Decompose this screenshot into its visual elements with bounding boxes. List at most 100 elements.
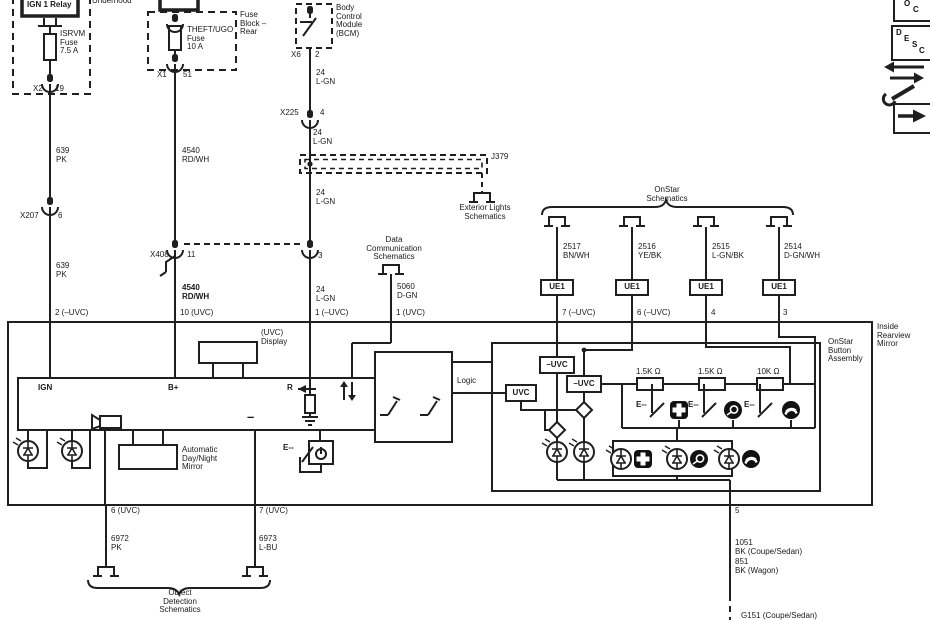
wire-1051: 1051 BK (Coupe/Sedan) [735, 538, 803, 556]
wire-2516: 2516 YE/BK [638, 242, 662, 260]
j379-splice [299, 154, 488, 192]
x6-label: X6 [291, 50, 301, 59]
repair-icon[interactable] [881, 61, 924, 107]
resistor-1-label: 1.5K Ω [636, 367, 661, 376]
bar-ign: IGN [38, 383, 53, 392]
wire-4540-2: 4540 RD/WH [182, 283, 210, 301]
isrvm-fuse-label: ISRVM Fuse 7.5 A [60, 29, 86, 55]
onstar-assembly [452, 322, 821, 620]
wire-639-1: 639 PK [56, 146, 70, 164]
x6-pin: 2 [315, 50, 320, 59]
e-switch-2: E-- [688, 400, 699, 409]
pin-6-uvc: 6 (–UVC) [637, 308, 671, 317]
pin-b7: 7 (UVC) [259, 506, 288, 515]
mirror-lamps [27, 428, 334, 505]
inside-mirror-label: Inside Rearview Mirror [877, 322, 911, 348]
x408-pin3: 3 [318, 251, 323, 260]
x225-label: X225 [280, 108, 299, 117]
fuse-block-underhood [12, 0, 91, 95]
x225-pin: 4 [320, 108, 325, 117]
g151-label: G151 (Coupe/Sedan) [741, 611, 818, 620]
wire-6973: 6973 L-BU [259, 534, 278, 552]
pin-1n-uvc: 1 (–UVC) [315, 308, 349, 317]
obj-det-ref: Object Detection Schematics [159, 588, 201, 614]
wire-2514: 2514 D-GN/WH [784, 242, 820, 260]
theft-fuse-label: THEFT/UGO Fuse 10 A [187, 25, 234, 51]
onstar-button-icon [723, 400, 743, 420]
emergency-button-icon [670, 401, 688, 419]
next-page-icon-box[interactable] [893, 103, 930, 134]
wire-639-2: 639 PK [56, 261, 70, 279]
pin-b6: 6 (UVC) [111, 506, 140, 515]
wire-4540-1: 4540 RD/WH [182, 146, 210, 164]
resistor-3-label: 10K Ω [757, 367, 780, 376]
nuvc-tag-2: –UVC [573, 379, 595, 388]
auto-mirror-label: Automatic Day/Night Mirror [182, 445, 218, 471]
mirror-box [7, 321, 873, 506]
wire-24lgn-4: 24 L-GN [316, 285, 336, 303]
next-arrow-icon[interactable] [898, 109, 926, 123]
e-switch-power: E-- [283, 443, 294, 452]
wire-5060: 5060 D-GN [397, 282, 418, 300]
loc-letter: O [904, 0, 911, 8]
pin-1-uvc: 1 (UVC) [396, 308, 425, 317]
ue1-tag-2: UE1 [624, 282, 640, 291]
pin-7-uvc: 7 (–UVC) [562, 308, 596, 317]
e-switch-3: E-- [744, 400, 755, 409]
data-comm-ref: Data Communication Schematics [366, 235, 422, 261]
bar-r: R [287, 383, 293, 392]
loc-icon[interactable]: O C [893, 0, 930, 22]
underhood-label: Underhood [92, 0, 132, 5]
pin-3: 3 [783, 308, 788, 317]
wire-24lgn-3: 24 L-GN [316, 188, 336, 206]
ign-relay-label: IGN 1 Relay [27, 0, 72, 9]
nuvc-tag-1: –UVC [546, 360, 568, 369]
pin-4: 4 [711, 308, 716, 317]
x1-label: X1 [157, 70, 167, 79]
bar-bplus: B+ [168, 383, 179, 392]
ue1-tag-3: UE1 [698, 282, 714, 291]
uvc-tag: UVC [512, 388, 530, 397]
x207-label: X207 [20, 211, 39, 220]
x2-pin: 19 [55, 84, 64, 93]
wire-2517: 2517 BN/WH [563, 242, 590, 260]
fuse-rear-label: Fuse Block – Rear [240, 10, 267, 36]
x408-label: X408 [150, 250, 169, 259]
desc-icon[interactable]: D E S C [891, 25, 930, 61]
x1-pin: 51 [183, 70, 192, 79]
wire-24lgn-2: 24 L-GN [313, 128, 333, 146]
onstar-schematics-ref: OnStar Schematics [646, 185, 688, 203]
resistor-2-label: 1.5K Ω [698, 367, 723, 376]
loc-letter: C [913, 5, 919, 14]
desc-letter: E [904, 34, 910, 43]
pin-10-uvc: 10 (UVC) [180, 308, 214, 317]
bottom-exits [87, 505, 271, 597]
j379-label: J379 [491, 152, 509, 161]
wire-2515: 2515 L-GN/BK [712, 242, 745, 260]
x207-pin: 6 [58, 211, 63, 220]
bcm-block [295, 3, 333, 110]
onstar-drops [540, 196, 796, 322]
ext-lights-ref: Exterior Lights Schematics [459, 203, 511, 221]
display-label: (UVC) Display [261, 328, 288, 346]
wire-6972: 6972 PK [111, 534, 129, 552]
phone-button-icon [780, 399, 802, 421]
e-switch-1: E-- [636, 400, 647, 409]
desc-letter: S [912, 40, 918, 49]
desc-letter: C [919, 46, 925, 55]
logic-label: Logic [457, 376, 477, 385]
pin-b5: 5 [735, 506, 740, 515]
ue1-tag-4: UE1 [771, 282, 787, 291]
phone-led-icon [740, 448, 762, 470]
ue1-tag-1: UE1 [549, 282, 565, 291]
assembly-label: OnStar Button Assembly [828, 337, 863, 363]
bar-minus: – [247, 409, 255, 424]
onstar-led-icon [689, 449, 709, 469]
bcm-label: Body Control Module (BCM) [336, 3, 363, 38]
x2-label: X2 [33, 84, 43, 93]
x408-pin: 11 [187, 250, 196, 259]
desc-letter: D [896, 28, 902, 37]
pin-2-uvc: 2 (–UVC) [55, 308, 89, 317]
